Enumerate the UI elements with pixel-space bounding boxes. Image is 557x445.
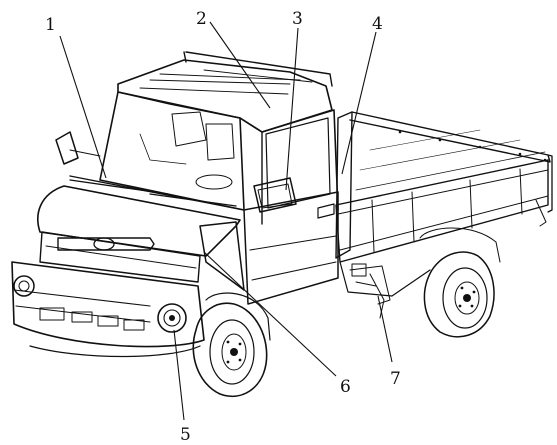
leader-3 [285, 27, 299, 191]
callout-labels: 1 2 3 4 5 6 7 [45, 9, 401, 445]
leader-4 [341, 31, 377, 175]
front-wheel [192, 292, 271, 398]
chassis [339, 261, 431, 319]
leader-5 [173, 329, 185, 421]
callout-7: 7 [390, 369, 401, 389]
leader-2 [209, 21, 271, 109]
callout-1: 1 [45, 15, 56, 35]
cargo-bed [335, 111, 553, 263]
callout-2: 2 [196, 9, 207, 29]
leader-6 [203, 251, 337, 377]
leader-lines [59, 21, 393, 421]
callout-3: 3 [292, 9, 303, 29]
leader-1 [59, 35, 107, 179]
callout-5: 5 [180, 425, 191, 445]
cab [55, 51, 339, 305]
callout-4: 4 [372, 14, 383, 34]
rear-wheel [419, 227, 501, 338]
callout-6: 6 [340, 377, 351, 397]
leader-7 [377, 295, 393, 363]
front-fascia [11, 185, 245, 358]
